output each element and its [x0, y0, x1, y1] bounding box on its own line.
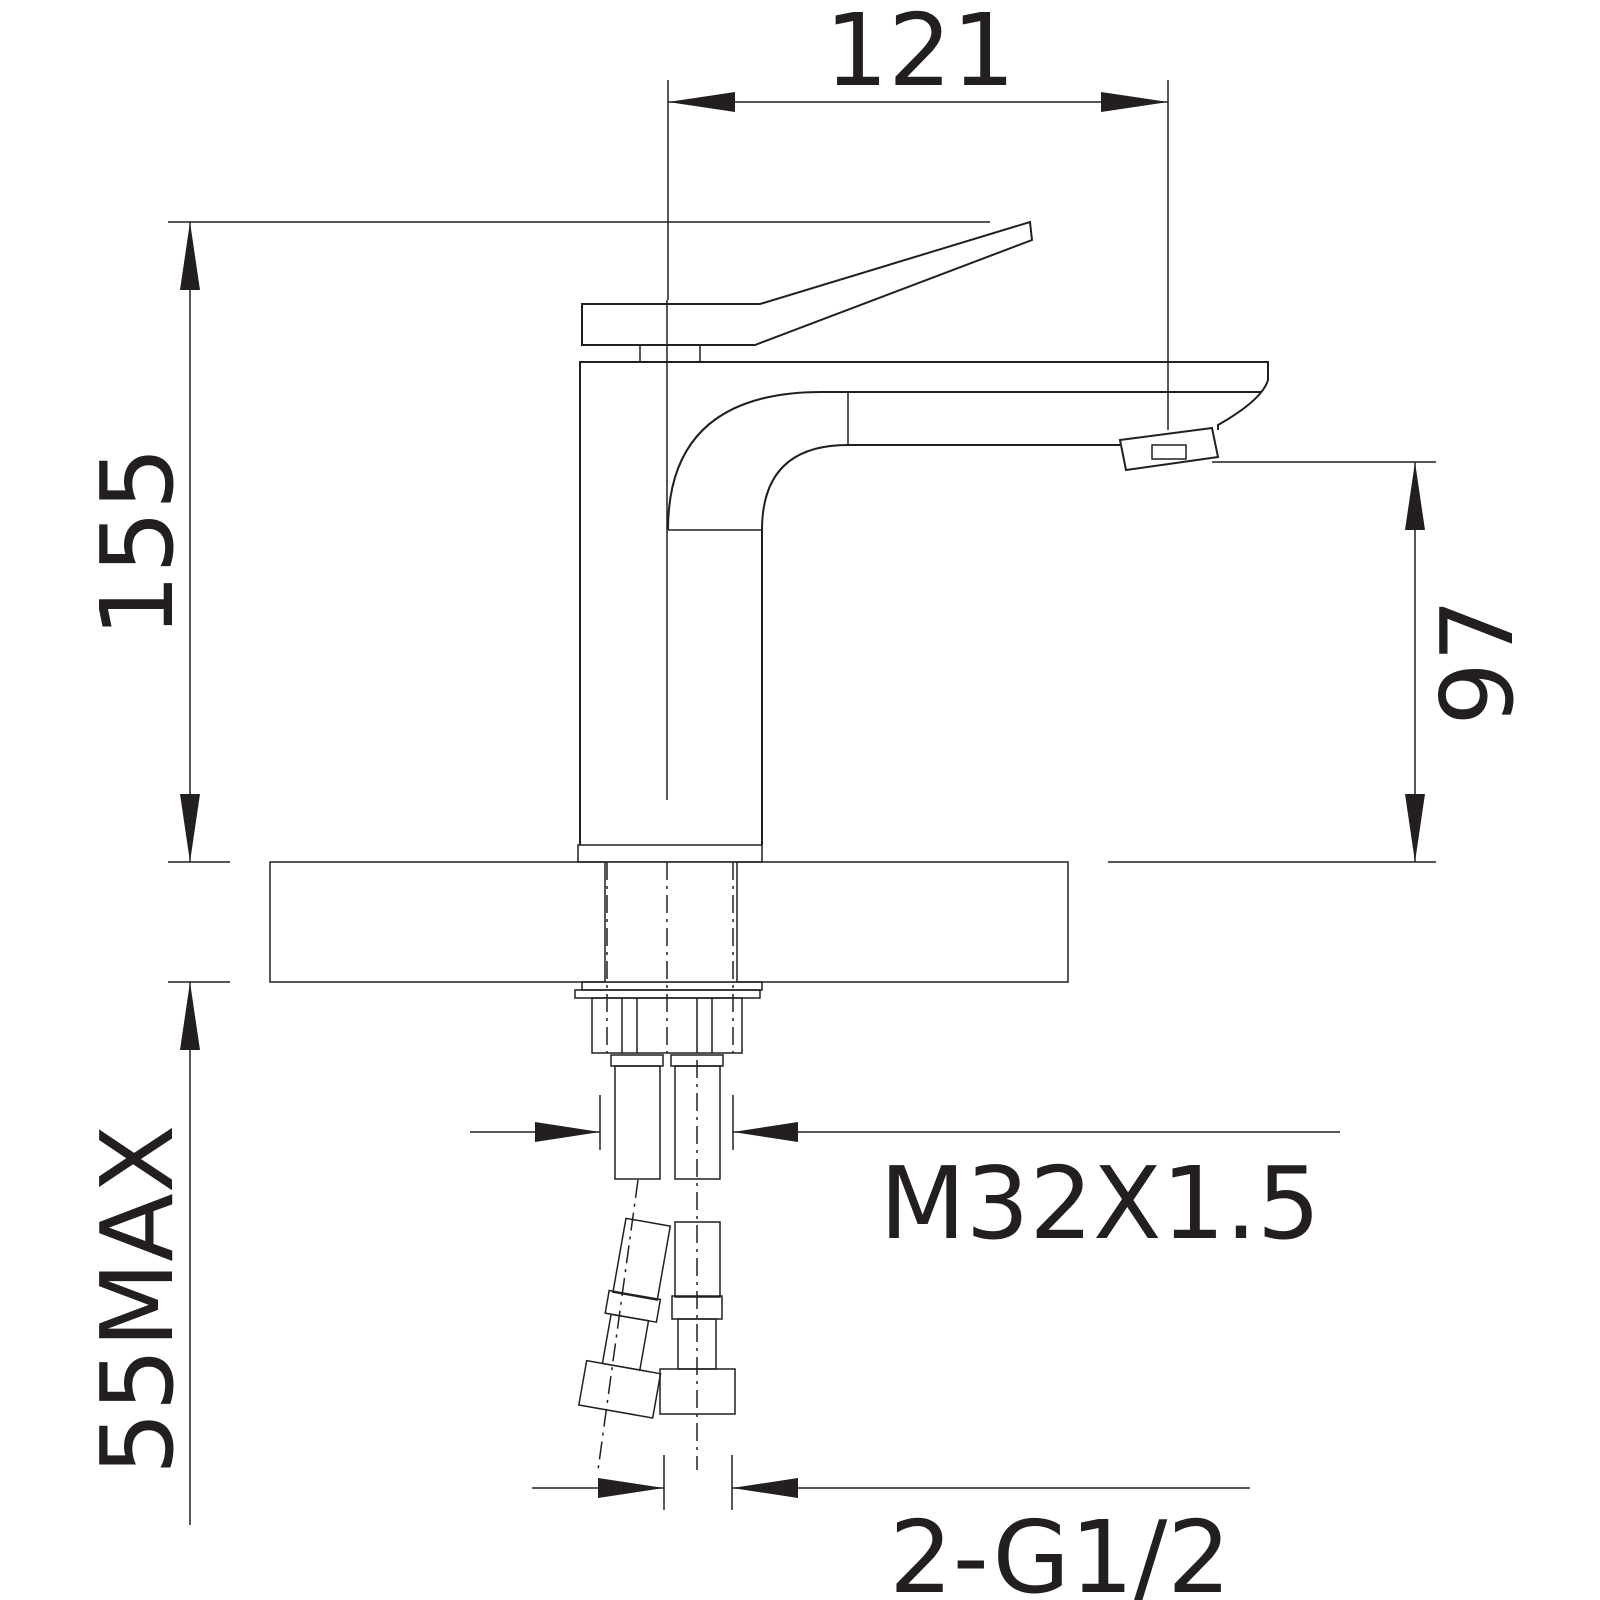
dimension-label-97: 97 — [1419, 598, 1536, 725]
dimension-121: 121 — [667, 0, 1169, 430]
dimension-m32: M32X1.5 — [470, 1095, 1340, 1262]
countertop-section — [269, 861, 1069, 983]
dimension-155: 155 — [79, 221, 990, 863]
dimension-2-g1-2: 2-G1/2 — [532, 1455, 1250, 1600]
dimension-label-155: 155 — [79, 447, 196, 638]
dimension-97: 97 — [1108, 461, 1536, 863]
inlet-hoses — [577, 300, 736, 1471]
dimension-label-121: 121 — [825, 0, 1016, 109]
dimension-55max: 55MAX — [79, 981, 230, 1525]
dimension-label-2-g1-2: 2-G1/2 — [889, 1499, 1231, 1600]
mounting-nut — [574, 981, 763, 1054]
faucet-body — [577, 220, 1269, 863]
dimension-label-m32x1.5: M32X1.5 — [879, 1145, 1320, 1262]
dimension-label-55max: 55MAX — [79, 1125, 196, 1475]
